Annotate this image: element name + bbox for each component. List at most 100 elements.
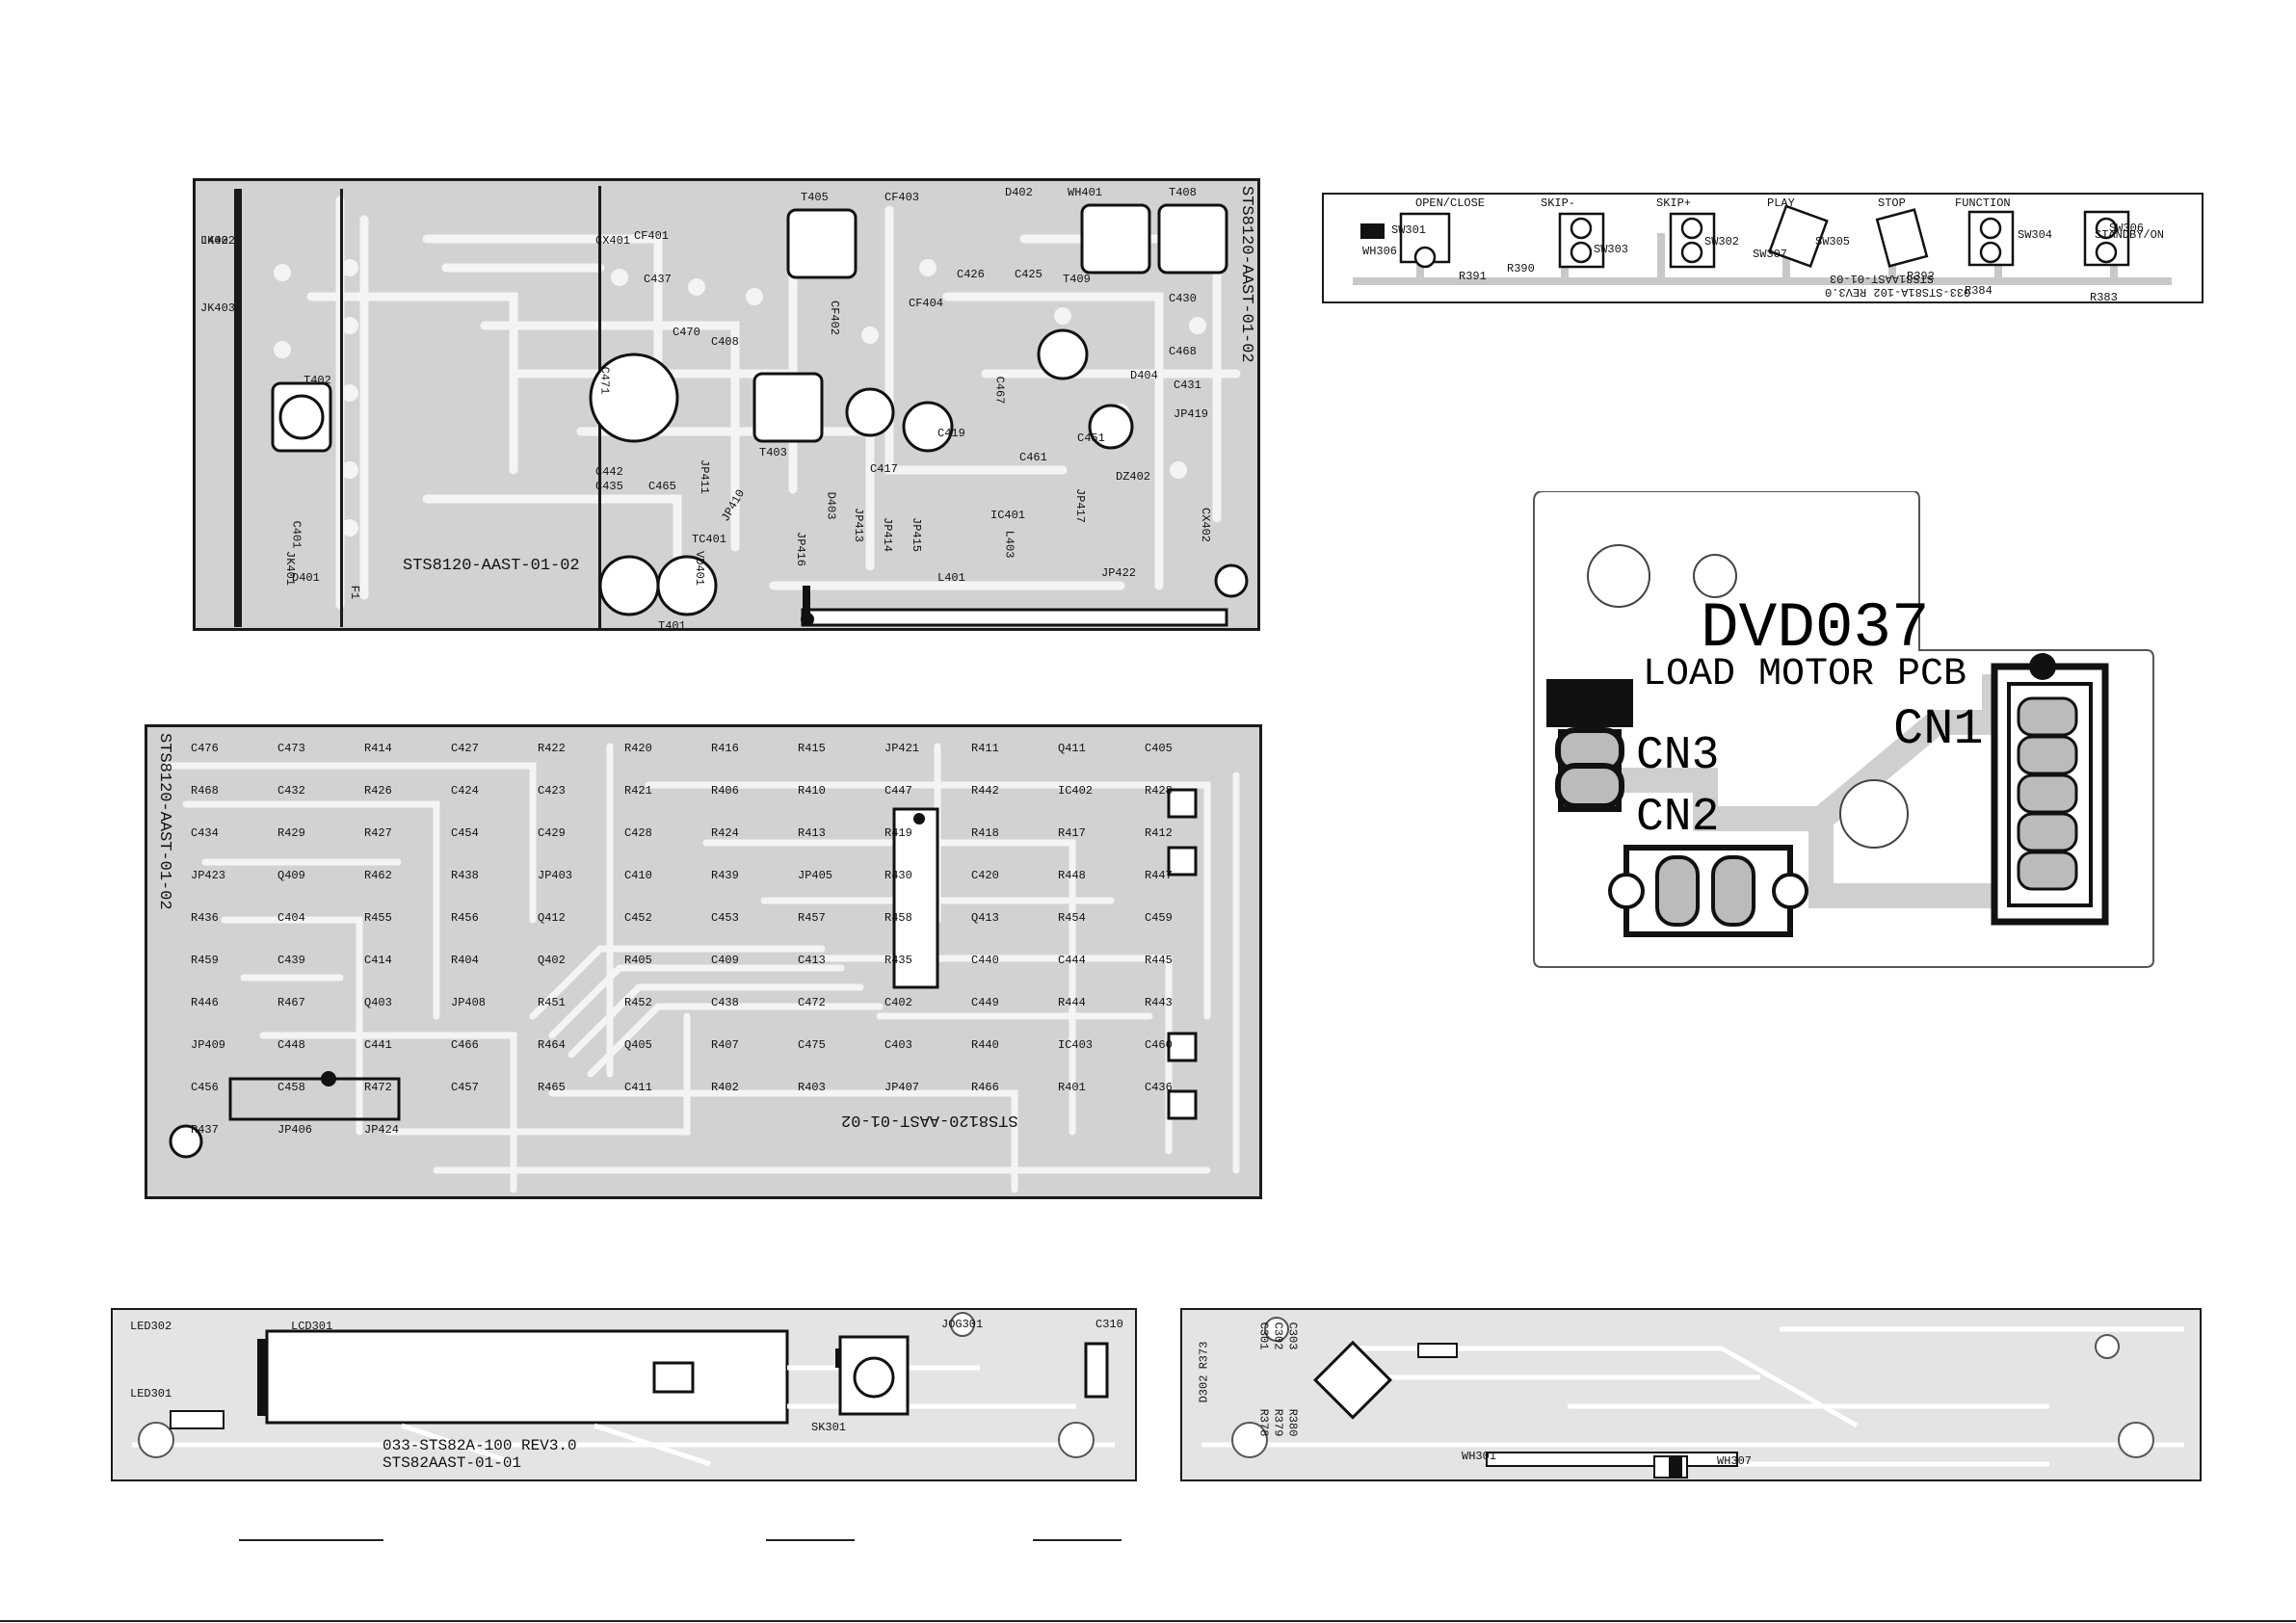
part-label: STANDBY/ON: [2095, 228, 2165, 242]
part-label: C302: [1271, 1322, 1285, 1350]
part-label: JP419: [1174, 407, 1209, 421]
part-label: SW306: [2109, 222, 2145, 235]
part-label: CF402: [828, 300, 842, 336]
part-label: C405: [1145, 742, 1173, 755]
load-motor-model: DVD037: [1701, 592, 1930, 665]
part-label: FUNCTION: [1955, 196, 2011, 210]
part-label: R390: [1507, 262, 1535, 275]
part-label: R440: [971, 1038, 999, 1052]
part-label: C471: [597, 366, 612, 395]
part-label: SW303: [1594, 243, 1629, 256]
part-label: JP417: [1073, 487, 1088, 524]
part-label: PLAY: [1767, 196, 1795, 210]
part-label: C417: [870, 462, 898, 476]
part-label: C453: [711, 911, 739, 925]
part-label: R451: [538, 996, 566, 1009]
part-label: C403: [884, 1038, 912, 1052]
part-label: C414: [364, 954, 392, 967]
part-label: C468: [1169, 345, 1197, 358]
part-label: IC403: [1058, 1038, 1094, 1052]
part-label: R384: [1965, 284, 1993, 298]
part-label: R401: [1058, 1081, 1086, 1094]
part-label: R406: [711, 784, 739, 798]
part-label: R467: [277, 996, 305, 1009]
part-label: R438: [451, 869, 479, 882]
part-label: R437: [191, 1123, 219, 1137]
middle-pcb: STS8120-AAST-01-02 STS8120-AAST-01-02 C4…: [145, 724, 1262, 1199]
part-label: T405: [801, 191, 829, 204]
part-label: D402: [1005, 186, 1033, 199]
part-label: Q409: [277, 869, 305, 882]
part-label: R446: [191, 996, 219, 1009]
top-left-silk-vertical: STS8120-AAST-01-02: [1237, 186, 1255, 363]
part-label: R452: [624, 996, 652, 1009]
part-label: C442: [595, 465, 623, 479]
part-label: CF403: [884, 191, 920, 204]
part-label: R439: [711, 869, 739, 882]
part-label: DZ402: [1116, 470, 1151, 484]
part-label: L401: [937, 571, 965, 585]
part-label: C447: [884, 784, 912, 798]
part-label: R418: [971, 826, 999, 840]
part-label: R403: [798, 1081, 826, 1094]
part-label: R416: [711, 742, 739, 755]
part-label: R415: [798, 742, 826, 755]
part-label: R464: [538, 1038, 566, 1052]
part-label: R411: [971, 742, 999, 755]
part-label: JP414: [881, 516, 895, 553]
part-label: R429: [277, 826, 305, 840]
part-label: C437: [644, 273, 672, 286]
part-label: C409: [711, 954, 739, 967]
load-motor-title: LOAD MOTOR PCB: [1643, 653, 1967, 696]
part-label: C470: [673, 326, 700, 339]
part-label: JP405: [798, 869, 833, 882]
part-label: T402: [303, 374, 331, 387]
part-label: C457: [451, 1081, 479, 1094]
part-label: C438: [711, 996, 739, 1009]
part-label: C456: [191, 1081, 219, 1094]
part-label: IC402: [1058, 784, 1094, 798]
part-label: R472: [364, 1081, 392, 1094]
part-label: C436: [1145, 1081, 1173, 1094]
part-label: R442: [971, 784, 999, 798]
part-label: D302: [1197, 1374, 1211, 1403]
part-label: R466: [971, 1081, 999, 1094]
part-label: R402: [711, 1081, 739, 1094]
part-label: CX401: [595, 234, 631, 248]
part-label: C419: [937, 427, 965, 440]
part-label: R420: [624, 742, 652, 755]
part-label: WH307: [1717, 1454, 1753, 1468]
part-label: CX402: [1199, 507, 1213, 543]
middle-silk: STS8120-AAST-01-02: [841, 1111, 1018, 1129]
connector-cn2: CN2: [1636, 792, 1720, 844]
part-label: R379: [1271, 1408, 1285, 1437]
part-label: R412: [1145, 826, 1173, 840]
part-label: R448: [1058, 869, 1086, 882]
part-label: C465: [648, 480, 676, 493]
part-label: C439: [277, 954, 305, 967]
part-label: T409: [1063, 273, 1091, 286]
part-label: C467: [992, 376, 1007, 405]
part-label: R428: [1145, 784, 1173, 798]
part-label: JP423: [191, 869, 226, 882]
part-label: R468: [191, 784, 219, 798]
part-label: LCD301: [291, 1320, 333, 1333]
part-label: SW302: [1704, 235, 1740, 249]
part-label: R422: [538, 742, 566, 755]
load-motor-pcb: DVD037 LOAD MOTOR PCB CN1 CN3 CN2: [1532, 490, 2158, 968]
bottom-rule: [0, 1620, 2296, 1622]
part-label: Q405: [624, 1038, 652, 1052]
part-label: R426: [364, 784, 392, 798]
top-left-silk: STS8120-AAST-01-02: [403, 557, 580, 575]
part-label: SKIP+: [1656, 196, 1692, 210]
part-label: D404: [1130, 369, 1158, 382]
part-label: R445: [1145, 954, 1173, 967]
part-label: R443: [1145, 996, 1173, 1009]
part-label: SKIP-: [1541, 196, 1576, 210]
part-label: T403: [759, 446, 787, 459]
part-label: R462: [364, 869, 392, 882]
bottom-left-display-pcb: 033-STS82A-100 REV3.0 STS82AAST-01-01 LE…: [111, 1308, 1137, 1481]
part-label: C426: [957, 268, 985, 281]
part-label: C430: [1169, 292, 1197, 305]
part-label: WH306: [1362, 245, 1398, 258]
